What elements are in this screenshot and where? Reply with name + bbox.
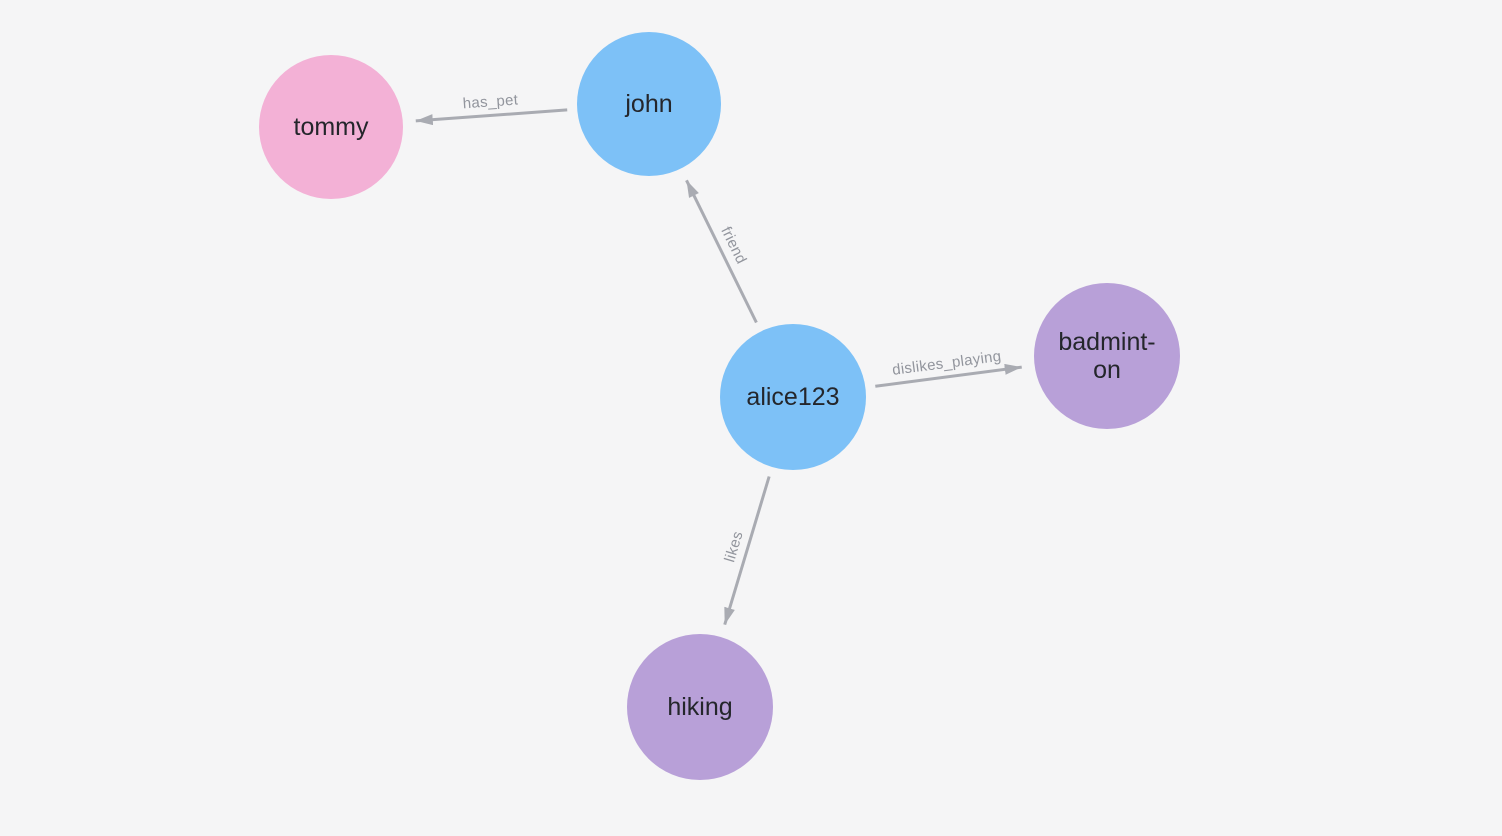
edge-line-dislikes_playing[interactable] [875,363,1022,388]
node-circle-hiking[interactable] [627,634,773,780]
node-label-line: on [1093,356,1121,384]
edge-likes[interactable]: likes [721,476,771,626]
node-circle-alice123[interactable] [720,324,866,470]
edge-label-has_pet: has_pet [462,91,519,112]
node-label-tommy: tommy [294,113,370,141]
edge-has_pet[interactable]: has_pet [415,91,568,126]
node-label-line: tommy [294,113,370,141]
edge-friend[interactable]: friend [685,179,758,324]
edge-dislikes_playing[interactable]: dislikes_playing [875,348,1022,388]
node-label-line: badmint- [1058,328,1155,356]
node-circle-john[interactable] [577,32,721,176]
node-badminton[interactable]: badmint-on [1034,283,1180,429]
edge-line-friend[interactable] [685,179,758,324]
node-label-badminton: badmint-on [1058,328,1155,384]
node-circle-tommy[interactable] [259,55,403,199]
node-alice123[interactable]: alice123 [720,324,866,470]
edge-label-dislikes_playing: dislikes_playing [891,348,1002,379]
node-label-alice123: alice123 [746,383,839,411]
node-label-john: john [624,90,672,118]
node-hiking[interactable]: hiking [627,634,773,780]
node-tommy[interactable]: tommy [259,55,403,199]
node-label-line: alice123 [746,383,839,411]
node-label-hiking: hiking [667,693,732,721]
edge-line-likes[interactable] [723,476,771,626]
edge-line-has_pet[interactable] [415,108,568,126]
node-label-line: hiking [667,693,732,721]
edge-label-friend: friend [717,224,750,267]
node-label-line: john [624,90,672,118]
node-circle-badminton[interactable] [1034,283,1180,429]
node-john[interactable]: john [577,32,721,176]
